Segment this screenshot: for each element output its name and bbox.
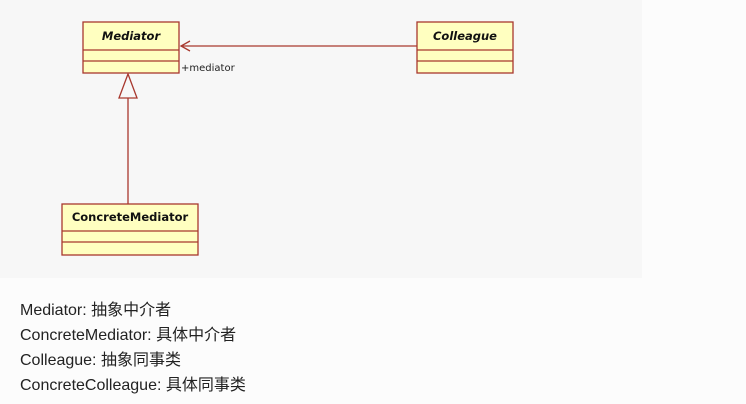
association-arrowhead — [179, 40, 191, 52]
class-name: Mediator — [102, 29, 162, 43]
legend-item-concrete-colleague: ConcreteColleague: 具体同事类 — [20, 377, 246, 394]
uml-class-diagram: +mediator Mediator Colleague — [61, 21, 514, 256]
class-box — [61, 203, 199, 256]
class-box — [416, 21, 514, 74]
legend-item-colleague: Colleague: 抽象同事类 — [20, 352, 181, 369]
legend-item-mediator: Mediator: 抽象中介者 — [20, 302, 172, 319]
legend-item-concrete-mediator: ConcreteMediator: 具体中介者 — [20, 327, 237, 344]
class-mediator: Mediator — [82, 21, 180, 74]
uml-diagram-panel: +mediator Mediator Colleague — [61, 21, 514, 256]
generalization-concretemediator-mediator — [118, 72, 138, 204]
class-name: Colleague — [433, 29, 497, 43]
role-legend: Mediator: 抽象中介者 ConcreteMediator: 具体中介者 … — [20, 298, 246, 398]
association-role-label: +mediator — [181, 63, 236, 74]
class-name: ConcreteMediator — [72, 210, 189, 224]
generalization-triangle — [118, 72, 138, 99]
class-concrete-mediator: ConcreteMediator — [61, 203, 199, 256]
class-box — [82, 21, 180, 74]
class-colleague: Colleague — [416, 21, 514, 74]
association-colleague-mediator: +mediator — [179, 40, 417, 74]
